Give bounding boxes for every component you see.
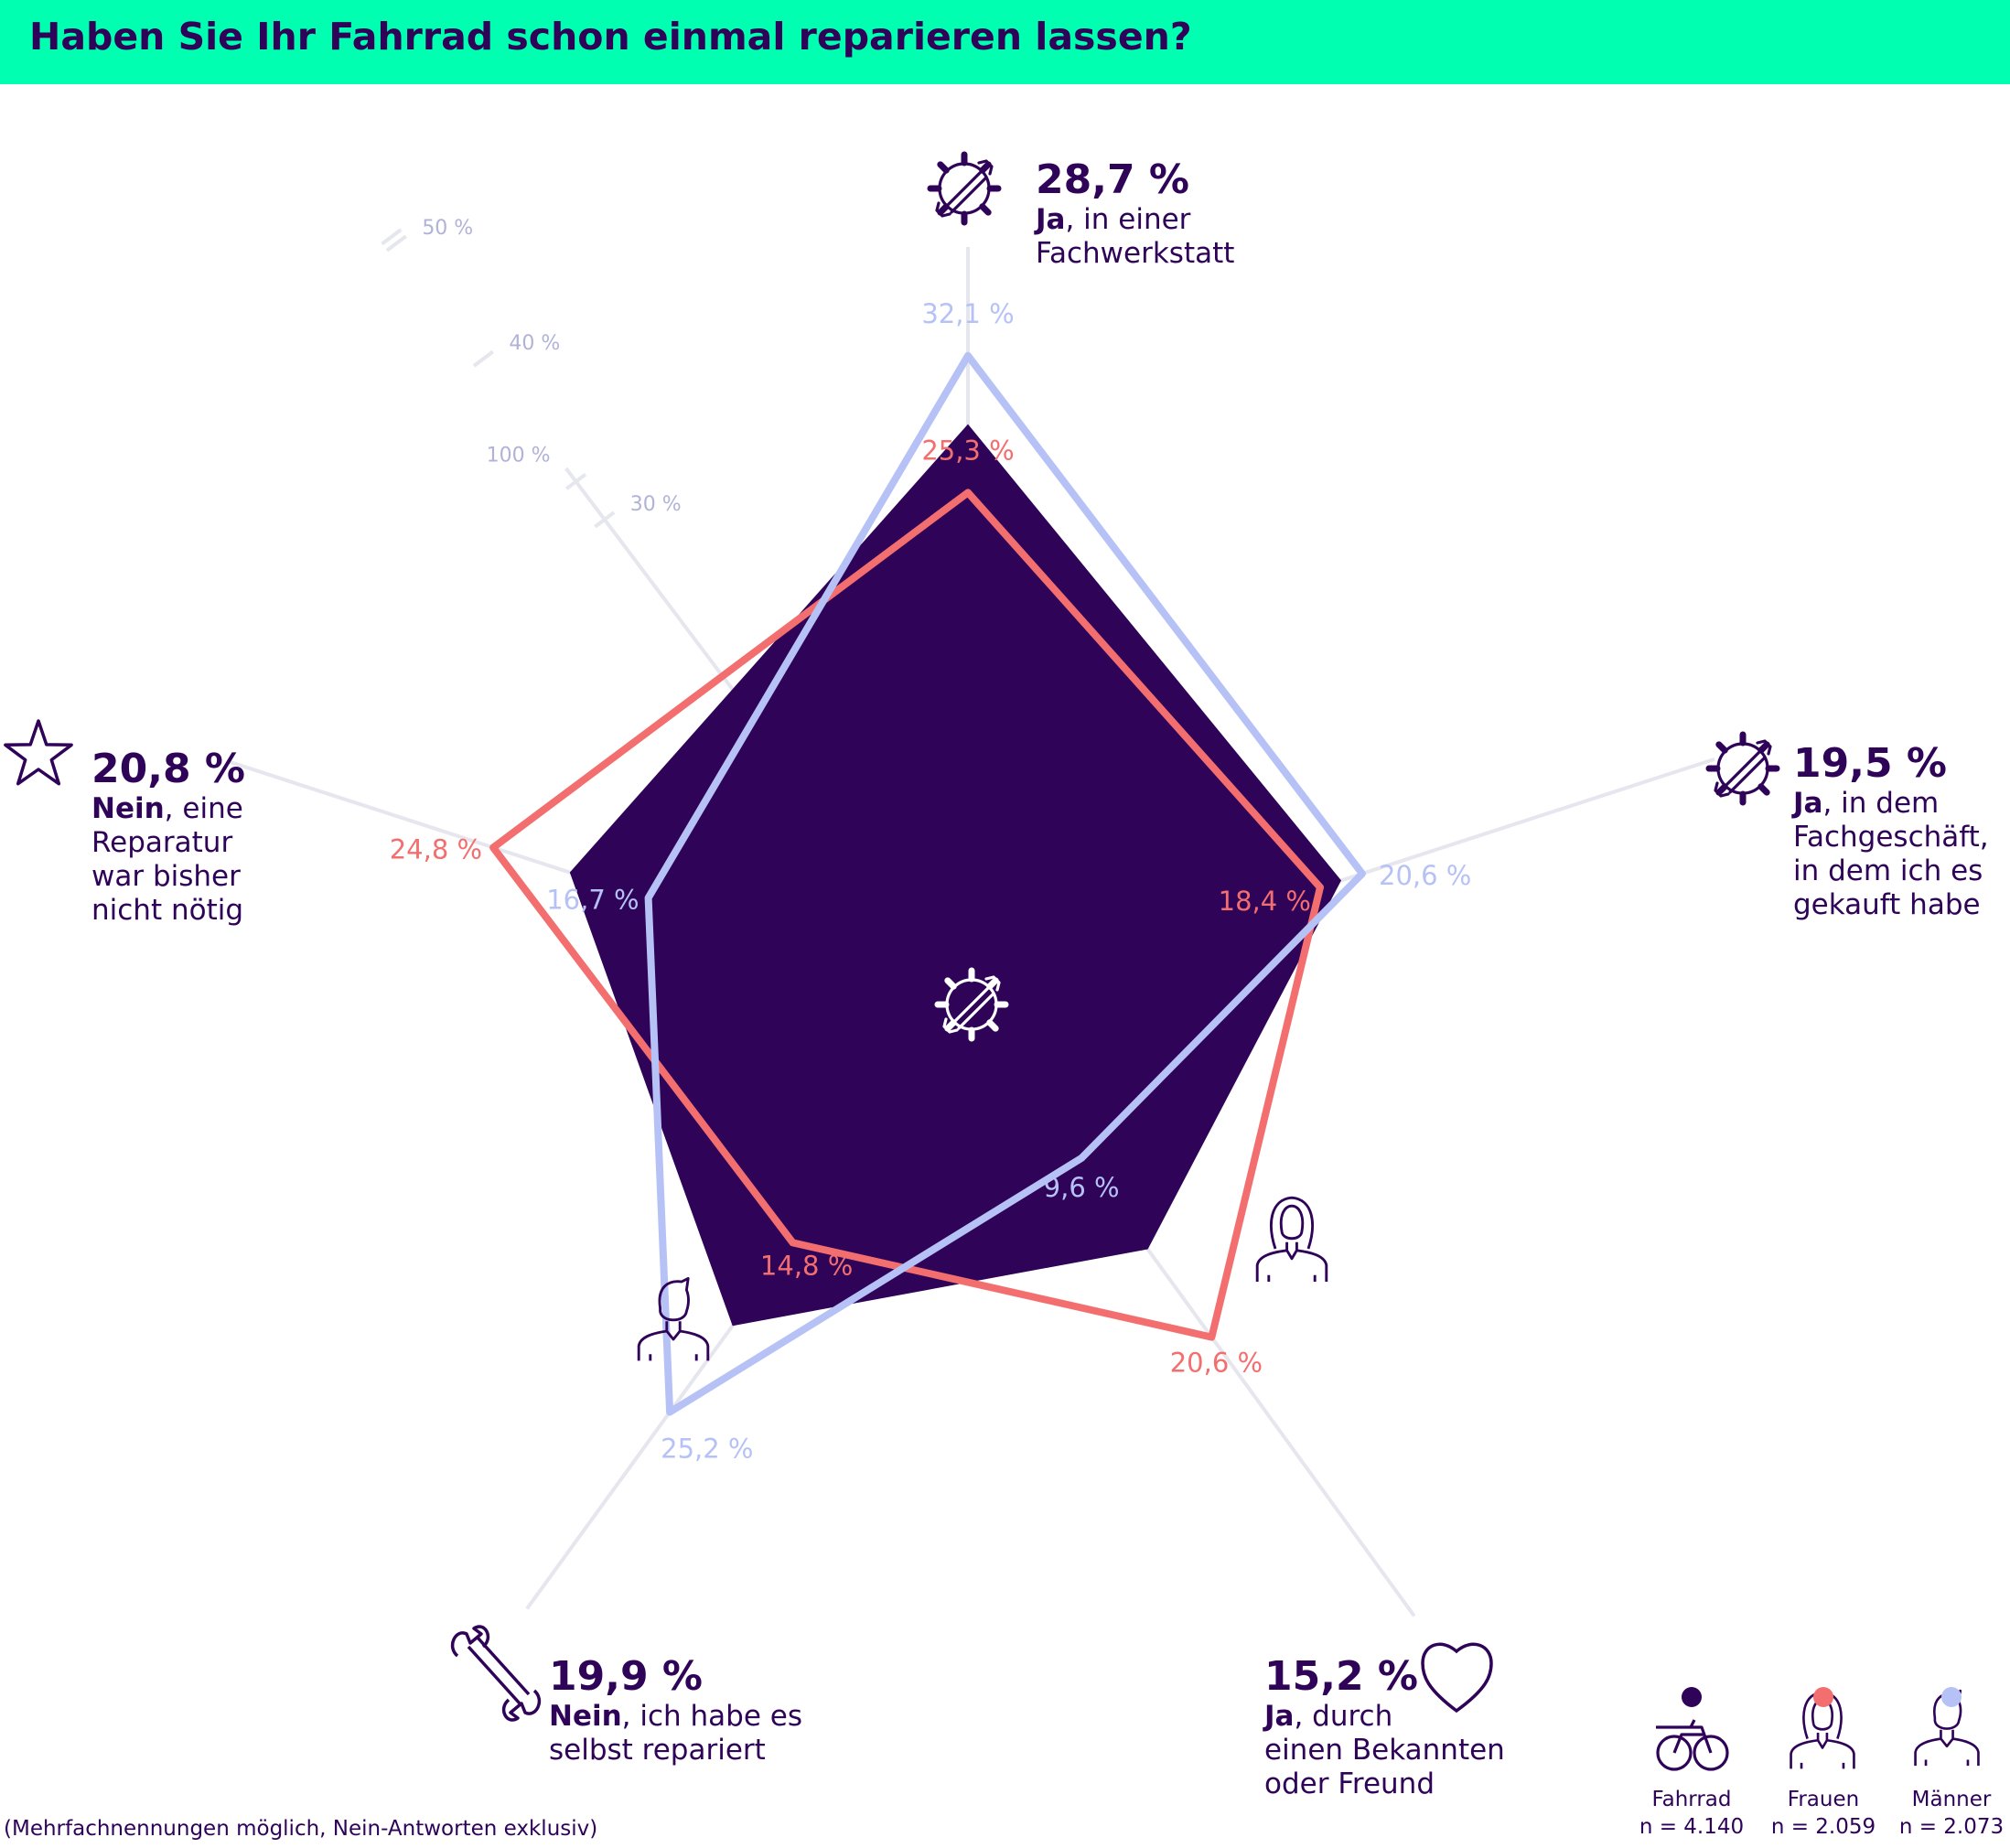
legend-dot-frauen bbox=[1813, 1687, 1833, 1707]
category-pct: 19,9 % bbox=[549, 1653, 703, 1700]
page-title: Haben Sie Ihr Fahrrad schon einmal repar… bbox=[29, 15, 1192, 59]
scale-tick bbox=[594, 510, 616, 529]
woman-icon bbox=[1255, 1196, 1328, 1283]
scale-tick bbox=[385, 234, 407, 252]
scale-tick bbox=[472, 349, 494, 368]
icons bbox=[4, 151, 1980, 1771]
data-label: 18,4 % bbox=[1219, 886, 1311, 917]
gear-wrench-icon bbox=[934, 967, 1009, 1042]
star-icon bbox=[4, 719, 73, 786]
scale-tick-label: 100 % bbox=[487, 444, 551, 467]
category-pct: 15,2 % bbox=[1264, 1653, 1418, 1700]
man-icon bbox=[1914, 1689, 1980, 1767]
data-label: 25,2 % bbox=[661, 1434, 753, 1465]
scale-break-tick bbox=[381, 228, 403, 246]
bicycle-icon bbox=[1656, 1719, 1729, 1771]
man-icon bbox=[637, 1276, 710, 1361]
data-label: 32,1 % bbox=[921, 298, 1014, 329]
category-pct: 28,7 % bbox=[1036, 156, 1189, 203]
scale-tick-label: 50 % bbox=[422, 217, 473, 240]
data-label: 24,8 % bbox=[390, 833, 482, 865]
scale-tick-label: 30 % bbox=[630, 493, 682, 516]
wrench-icon bbox=[450, 1625, 542, 1722]
category-pct: 19,5 % bbox=[1793, 740, 1947, 787]
footnote: (Mehrfachnennungen möglich, Nein-Antwort… bbox=[4, 1817, 598, 1841]
data-labels: 25,3 % 18,4 % 20,6 % 14,8 % 24,8 % 32,1 % 20,6… bbox=[390, 298, 1472, 1465]
gear-wrench-icon bbox=[927, 151, 1002, 226]
category-pct: 20,8 % bbox=[91, 746, 245, 792]
series-maenner-polygon bbox=[644, 351, 1366, 1416]
data-label: 16,7 % bbox=[546, 884, 639, 915]
legend-dot-fahrrad bbox=[1682, 1687, 1702, 1707]
data-label: 20,6 % bbox=[1170, 1348, 1263, 1379]
gear-wrench-icon bbox=[1705, 731, 1780, 806]
legend-dot-maenner bbox=[1941, 1687, 1962, 1707]
data-label: 25,3 % bbox=[921, 435, 1014, 466]
series-fahrrad-polygon bbox=[569, 424, 1341, 1327]
data-label: 14,8 % bbox=[760, 1250, 853, 1281]
data-label: 20,6 % bbox=[1379, 860, 1471, 891]
scale-tick-label: 40 % bbox=[509, 332, 560, 355]
series-polygons bbox=[489, 351, 1366, 1416]
scale-tick bbox=[564, 472, 587, 490]
series-frauen-polygon bbox=[489, 489, 1324, 1341]
title-bar bbox=[0, 0, 2010, 84]
data-label: 9,6 % bbox=[1044, 1172, 1120, 1203]
heart-icon bbox=[1421, 1642, 1493, 1714]
